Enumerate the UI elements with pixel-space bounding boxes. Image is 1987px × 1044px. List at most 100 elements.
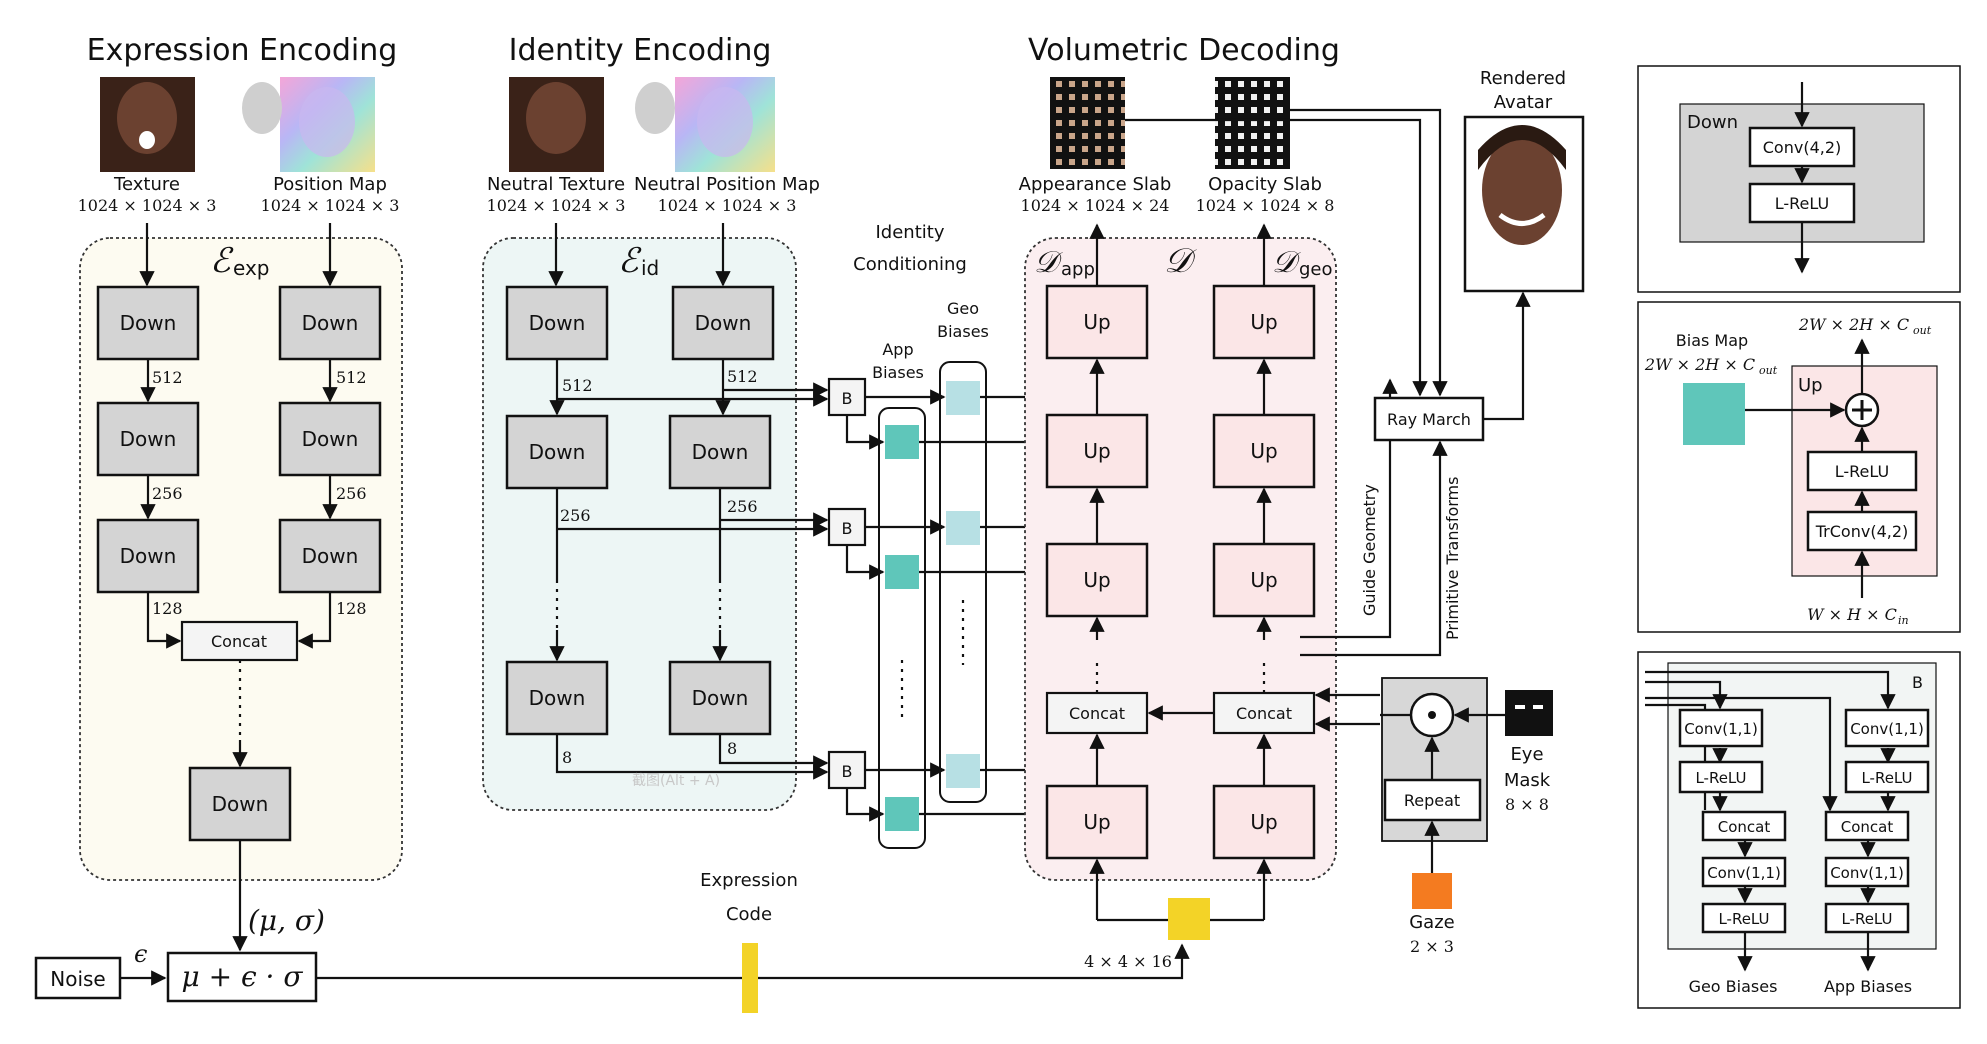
- panel-b-concat-geo-label: Concat: [1718, 818, 1771, 836]
- dec-up-geo-4-label: Up: [1250, 310, 1277, 334]
- id-down-3b-label: Down: [692, 686, 749, 710]
- exp-down-2a: [96, 401, 200, 477]
- panel-b-act-geo-2: [1701, 902, 1787, 934]
- panel-up-in-dims: W × H × C: [1807, 605, 1897, 624]
- dec-up-geo-4: [1212, 284, 1316, 360]
- id-down-2b: [668, 414, 772, 490]
- texture-dims: 1024 × 1024 × 3: [78, 196, 217, 215]
- id-down-1b-label: Down: [695, 311, 752, 335]
- repeat-box: [1383, 778, 1482, 822]
- panel-b-conv-geo-1-label: Conv(1,1): [1684, 720, 1758, 738]
- panel-down-title: Down: [1687, 112, 1738, 133]
- b-block-2-label: B: [842, 519, 853, 538]
- panel-down-conv: [1748, 126, 1856, 168]
- neutral-texture-label: Neutral Texture: [487, 174, 625, 195]
- id-ch-512a: 512: [562, 376, 593, 395]
- exp-down-2a-label: Down: [120, 427, 177, 451]
- id-encoder-sub: id: [641, 256, 659, 280]
- panel-up-bias-dims: 2W × 2H × C: [1644, 355, 1755, 374]
- panel-b-act-app-1: [1844, 760, 1930, 794]
- expression-code-bar: [742, 943, 758, 1013]
- panel-b-act-geo-1-label: L-ReLU: [1695, 769, 1746, 787]
- dec-concat-app: [1045, 691, 1149, 735]
- dec-up-geo-3-label: Up: [1250, 439, 1277, 463]
- panel-down-act-label: L-ReLU: [1775, 194, 1829, 213]
- exp-encoder-sub: exp: [233, 256, 269, 280]
- exp-down-2b-label: Down: [302, 427, 359, 451]
- panel-b-act-app-1-label: L-ReLU: [1861, 769, 1912, 787]
- screenshot-watermark: 截图(Alt + A): [632, 773, 720, 789]
- rendered-avatar-image: [1463, 115, 1585, 293]
- panel-b-concat-geo: [1701, 810, 1787, 842]
- id-ch-8a: 8: [562, 748, 572, 767]
- gaze-label: Gaze: [1409, 912, 1455, 933]
- app-biases-column: [878, 407, 926, 849]
- decoder-geo-sub: geo: [1299, 259, 1333, 280]
- geo-biases-label-1: Geo: [947, 299, 979, 318]
- eye-mask-label-2: Mask: [1504, 770, 1551, 791]
- expression-code-line: [316, 943, 1190, 980]
- id-down-1b: [671, 285, 775, 361]
- id-encoder-symbol: ℰ: [618, 241, 642, 281]
- panel-up-bias-map-label: Bias Map: [1676, 331, 1748, 350]
- b-block-3-label: B: [842, 762, 853, 781]
- panel-up-trconv-label: TrConv(4,2): [1815, 522, 1909, 541]
- noise-label: Noise: [50, 967, 105, 991]
- panel-up-title: Up: [1798, 375, 1823, 396]
- panel-b-act-geo-2-label: L-ReLU: [1718, 910, 1769, 928]
- panel-b-conv-app-2-label: Conv(1,1): [1830, 864, 1904, 882]
- geo-biases-column: [939, 361, 987, 803]
- id-down-3b: [668, 660, 772, 736]
- dec-up-app-1-label: Up: [1083, 810, 1110, 834]
- id-down-3a: [505, 660, 609, 736]
- dec-up-app-2-label: Up: [1083, 568, 1110, 592]
- panel-up-bias-square: [1683, 383, 1745, 445]
- guide-geometry-label: Guide Geometry: [1360, 484, 1379, 616]
- opacity-slab-image: [1215, 77, 1290, 169]
- panel-up-out-dims: 2W × 2H × C: [1798, 315, 1909, 334]
- decoder-connections: [1089, 108, 1531, 922]
- appearance-slab-dims: 1024 × 1024 × 24: [1021, 196, 1170, 215]
- panel-b-geo-biases-label: Geo Biases: [1689, 977, 1778, 996]
- id-down-1a-label: Down: [529, 311, 586, 335]
- app-bias-square-1: [885, 425, 919, 459]
- id-ch-8b: 8: [727, 739, 737, 758]
- exp-down-3b-label: Down: [302, 544, 359, 568]
- exp-ch-128b: 128: [336, 599, 367, 618]
- exp-down-3a-label: Down: [120, 544, 177, 568]
- exp-down-2b: [278, 401, 382, 477]
- geo-biases-label-2: Biases: [937, 322, 989, 341]
- app-bias-square-3: [885, 797, 919, 831]
- noise-box: [34, 956, 122, 1000]
- exp-down-1a: [96, 285, 200, 361]
- geo-bias-square-1: [946, 381, 980, 415]
- appearance-slab-label: Appearance Slab: [1019, 174, 1172, 195]
- identity-conditioning-label-1: Identity: [876, 222, 945, 243]
- dec-up-app-4-label: Up: [1083, 310, 1110, 334]
- id-down-2b-label: Down: [692, 440, 749, 464]
- id-encoder-connections: [548, 223, 829, 780]
- dec-up-app-3: [1045, 413, 1149, 489]
- panel-up-trconv: [1806, 510, 1918, 552]
- expression-code-dims: 4 × 4 × 16: [1084, 952, 1172, 971]
- app-biases-label-1: App: [882, 340, 913, 359]
- panel-b-title: B: [1912, 673, 1923, 692]
- neutral-position-map-image: [635, 77, 775, 172]
- header-identity-encoding: Identity Encoding: [509, 33, 772, 68]
- dec-concat-geo-label: Concat: [1236, 704, 1292, 723]
- identity-conditioning-label-2: Conditioning: [853, 254, 967, 275]
- exp-ch-256b: 256: [336, 484, 367, 503]
- eye-mask-label-1: Eye: [1510, 744, 1543, 765]
- header-expression-encoding: Expression Encoding: [87, 33, 398, 68]
- ray-march-label: Ray March: [1387, 410, 1471, 429]
- exp-ch-512b: 512: [336, 368, 367, 387]
- position-map-label: Position Map: [273, 174, 387, 195]
- exp-down-3a: [96, 518, 200, 594]
- panel-down-conv-label: Conv(4,2): [1763, 138, 1842, 157]
- dec-concat-app-label: Concat: [1069, 704, 1125, 723]
- dec-up-geo-1-label: Up: [1250, 810, 1277, 834]
- dec-up-geo-2-label: Up: [1250, 568, 1277, 592]
- app-biases-label-2: Biases: [872, 363, 924, 382]
- geo-bias-square-3: [946, 754, 980, 788]
- expression-code-square: [1168, 898, 1210, 940]
